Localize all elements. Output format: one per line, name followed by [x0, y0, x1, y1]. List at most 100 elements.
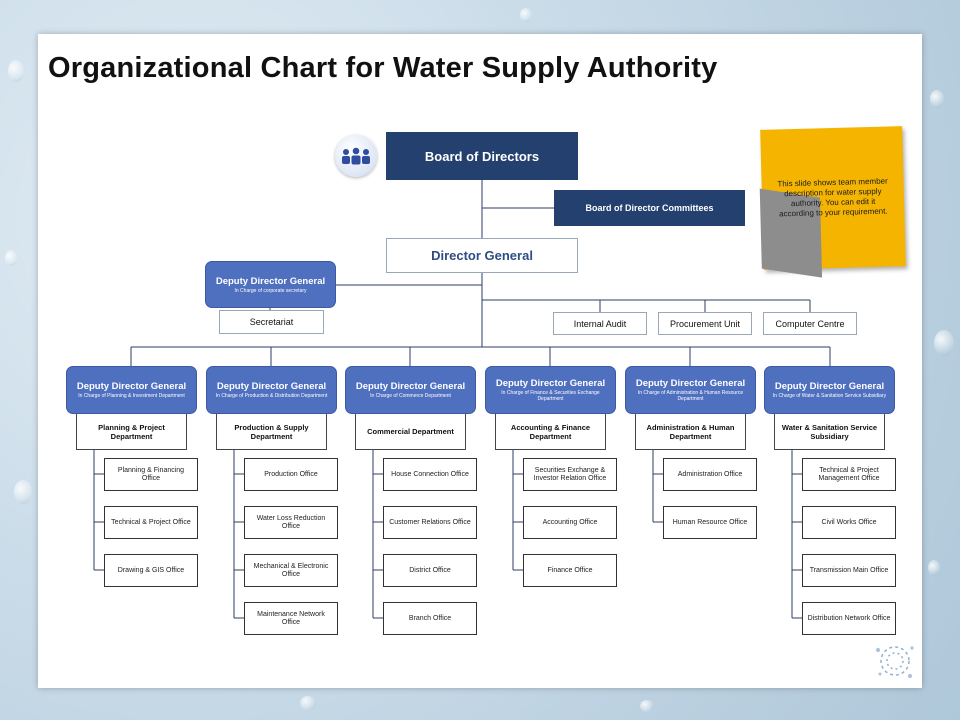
deputy-subtitle: In Charge of Water & Sanitation Service …	[772, 393, 887, 399]
department-box: Commercial Department	[355, 414, 466, 450]
team-icon	[335, 135, 377, 177]
office-box: Finance Office	[523, 554, 617, 587]
office-label: Planning & Financing Office	[117, 466, 185, 482]
office-box: Administration Office	[663, 458, 757, 491]
office-box: Technical & Project Office	[104, 506, 198, 539]
office-label: Drawing & GIS Office	[117, 566, 185, 574]
office-label: Human Resource Office	[672, 518, 748, 526]
water-splash-icon	[876, 646, 914, 678]
office-box: Securities Exchange & Investor Relation …	[523, 458, 617, 491]
office-box: Customer Relations Office	[383, 506, 477, 539]
deputy-title: Deputy Director General	[355, 381, 466, 392]
department-box: Accounting & Finance Department	[495, 414, 606, 450]
department-label: Commercial Department	[367, 427, 454, 436]
deputy-title: Deputy Director General	[215, 275, 326, 287]
deputy-subtitle: In Charge of Planning & Investment Depar…	[78, 393, 185, 399]
committees-label: Board of Director Committees	[585, 203, 714, 213]
sticky-note: This slide shows team member description…	[760, 126, 906, 270]
department-label: Administration & Human Department	[646, 422, 735, 441]
office-box: Technical & Project Management Office	[802, 458, 896, 491]
department-label: Accounting & Finance Department	[510, 422, 591, 441]
water-drop	[928, 560, 940, 576]
deputy-title: Deputy Director General	[635, 378, 746, 389]
office-label: Accounting Office	[542, 518, 598, 526]
support-unit-label: Internal Audit	[573, 318, 627, 329]
water-drop	[934, 330, 954, 356]
director-general-box: Director General	[386, 238, 578, 273]
office-label: Mechanical & Electronic Office	[253, 562, 329, 578]
deputy-finance-box: Deputy Director General In Charge of Fin…	[485, 366, 616, 414]
office-label: Finance Office	[547, 566, 593, 574]
deputy-production-box: Deputy Director General In Charge of Pro…	[206, 366, 337, 414]
office-label: Securities Exchange & Investor Relation …	[533, 466, 607, 482]
office-box: District Office	[383, 554, 477, 587]
deputy-title: Deputy Director General	[76, 381, 187, 392]
water-drop	[930, 90, 944, 108]
deputy-subtitle: In Charge of Production & Distribution D…	[215, 393, 328, 399]
committees-box: Board of Director Committees	[554, 190, 745, 226]
board-of-directors-box: Board of Directors	[386, 132, 578, 180]
board-label: Board of Directors	[424, 148, 540, 164]
office-box: Mechanical & Electronic Office	[244, 554, 338, 587]
director-general-label: Director General	[431, 248, 533, 263]
deputy-subtitle: In Charge of Administration & Human Reso…	[637, 390, 744, 402]
deputy-title: Deputy Director General	[495, 378, 606, 389]
support-unit-label: Computer Centre	[775, 318, 845, 329]
office-box: Production Office	[244, 458, 338, 491]
office-label: Technical & Project Management Office	[818, 466, 880, 482]
office-box: Branch Office	[383, 602, 477, 635]
internal-audit-box: Internal Audit	[553, 312, 647, 335]
procurement-unit-box: Procurement Unit	[658, 312, 752, 335]
deputy-subtitle: In Charge of Commerce Department	[370, 393, 451, 399]
deputy-subtitle: In Charge of Finance & Securities Exchan…	[501, 390, 600, 402]
department-box: Planning & Project Department	[76, 414, 187, 450]
office-box: Water Loss Reduction Office	[244, 506, 338, 539]
office-label: Water Loss Reduction Office	[256, 514, 326, 530]
office-label: Technical & Project Office	[111, 518, 191, 526]
deputy-subtitle: In Charge of corporate secretary	[234, 287, 307, 294]
deputy-title: Deputy Director General	[774, 381, 885, 392]
department-box: Administration & Human Department	[635, 414, 746, 450]
department-label: Water & Sanitation Service Subsidiary	[781, 422, 878, 441]
water-drop	[8, 60, 24, 82]
note-text: This slide shows team member description…	[777, 176, 888, 219]
office-box: Civil Works Office	[802, 506, 896, 539]
deputy-planning-box: Deputy Director General In Charge of Pla…	[66, 366, 197, 414]
office-box: Human Resource Office	[663, 506, 757, 539]
office-box: Planning & Financing Office	[104, 458, 198, 491]
water-drop	[300, 696, 316, 710]
office-box: Drawing & GIS Office	[104, 554, 198, 587]
department-label: Planning & Project Department	[98, 422, 165, 441]
office-label: Customer Relations Office	[389, 518, 471, 526]
department-box: Water & Sanitation Service Subsidiary	[774, 414, 885, 450]
office-label: Administration Office	[677, 470, 743, 478]
support-unit-label: Procurement Unit	[669, 318, 741, 329]
water-drop	[640, 700, 654, 712]
office-label: Branch Office	[408, 614, 452, 622]
office-label: Production Office	[264, 470, 318, 478]
office-label: Distribution Network Office	[807, 614, 891, 622]
secretariat-box: Secretariat	[219, 310, 324, 334]
computer-centre-box: Computer Centre	[763, 312, 857, 335]
department-box: Production & Supply Department	[216, 414, 327, 450]
office-label: District Office	[409, 566, 451, 574]
deputy-title: Deputy Director General	[216, 381, 327, 392]
water-drop	[14, 480, 32, 504]
office-box: Transmission Main Office	[802, 554, 896, 587]
office-box: House Connection Office	[383, 458, 477, 491]
page-title: Organizational Chart for Water Supply Au…	[48, 52, 718, 84]
office-box: Accounting Office	[523, 506, 617, 539]
water-drop	[5, 250, 17, 266]
office-label: Maintenance Network Office	[257, 610, 325, 626]
deputy-corporate-box: Deputy Director General In Charge of cor…	[205, 261, 336, 308]
deputy-commerce-box: Deputy Director General In Charge of Com…	[345, 366, 476, 414]
deputy-administration-box: Deputy Director General In Charge of Adm…	[625, 366, 756, 414]
deputy-water-sanitation-box: Deputy Director General In Charge of Wat…	[764, 366, 895, 414]
office-box: Maintenance Network Office	[244, 602, 338, 635]
department-label: Production & Supply Department	[234, 422, 309, 441]
office-label: House Connection Office	[391, 470, 469, 478]
office-box: Distribution Network Office	[802, 602, 896, 635]
secretariat-label: Secretariat	[249, 317, 294, 327]
office-label: Civil Works Office	[821, 518, 877, 526]
